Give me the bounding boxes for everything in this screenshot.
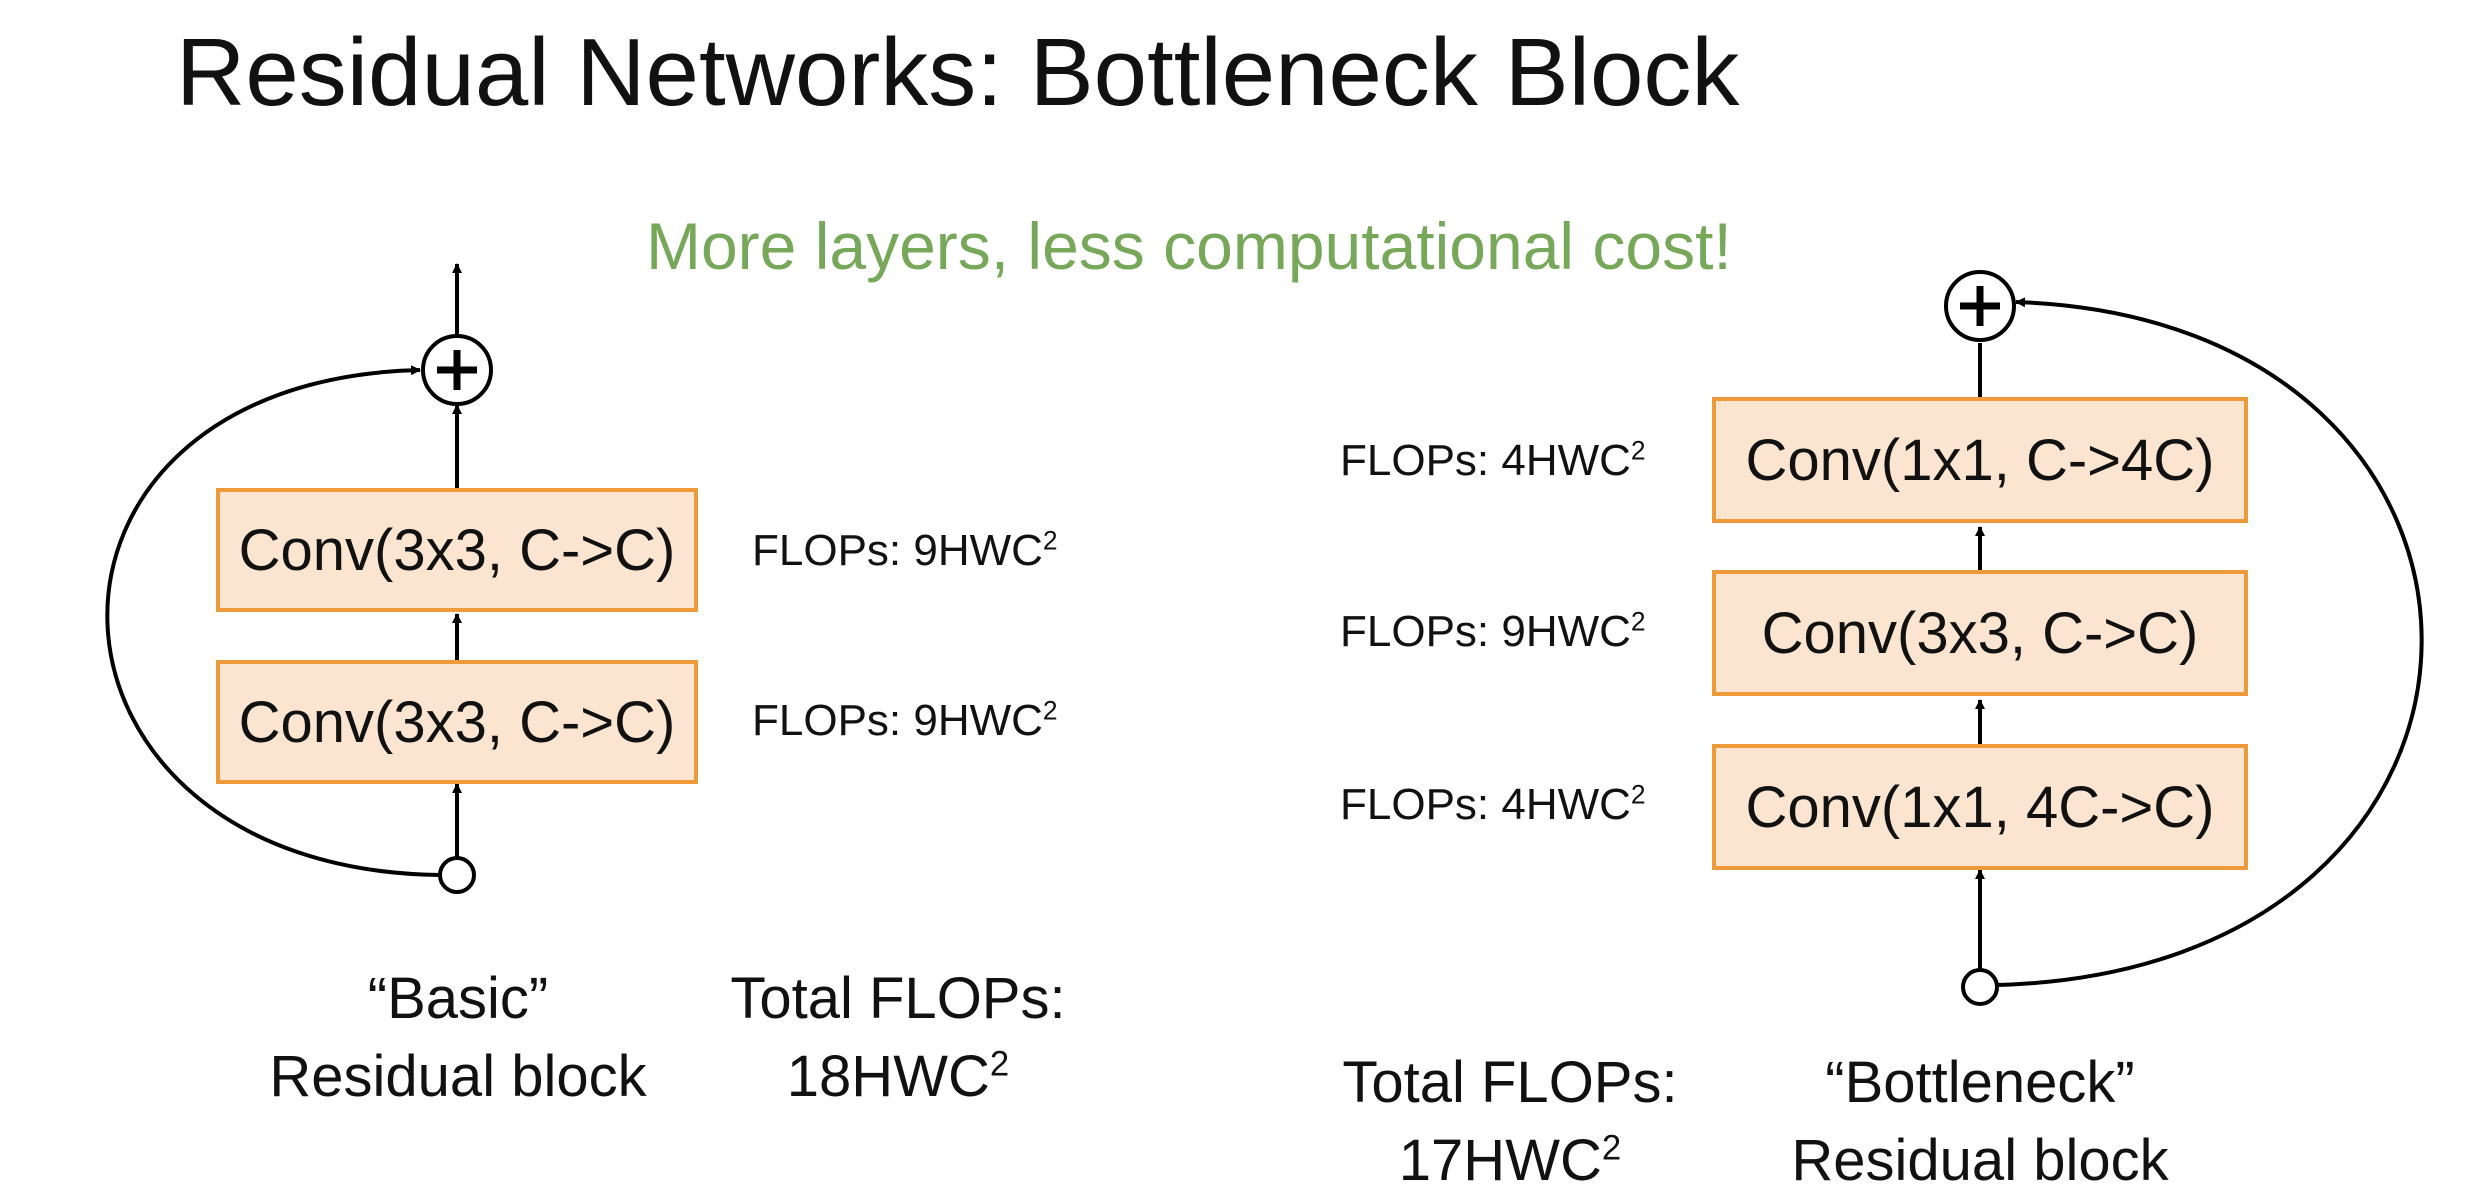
bottleneck-flops-layer-1: FLOPs: 4HWC2 — [1340, 779, 1646, 829]
bottleneck-caption: “Bottleneck” Residual block — [1740, 1044, 2220, 1200]
plus-circle-icon — [1944, 270, 2016, 342]
basic-total-value: 18HWC2 — [786, 1044, 1010, 1109]
bottleneck-caption-line1: “Bottleneck” — [1825, 1050, 2135, 1115]
basic-flops-layer-1: FLOPs: 9HWC2 — [752, 695, 1058, 745]
bottleneck-conv-layer-3: Conv(1x1, C->4C) — [1712, 397, 2248, 523]
basic-total-label: Total FLOPs: — [730, 966, 1066, 1031]
open-circle-icon — [438, 856, 476, 894]
open-circle-icon — [1961, 968, 1999, 1006]
basic-conv-layer-2: Conv(3x3, C->C) — [216, 488, 698, 612]
slide-title: Residual Networks: Bottleneck Block — [176, 19, 1740, 126]
basic-total-flops: Total FLOPs: 18HWC2 — [718, 960, 1078, 1116]
bottleneck-total-label: Total FLOPs: — [1342, 1050, 1678, 1115]
basic-conv-layer-1: Conv(3x3, C->C) — [216, 660, 698, 784]
plus-circle-icon — [421, 334, 493, 406]
basic-caption: “Basic” Residual block — [250, 960, 666, 1116]
basic-skip-connection — [105, 365, 441, 877]
slide-subtitle: More layers, less computational cost! — [646, 209, 1732, 283]
bottleneck-total-value: 17HWC2 — [1398, 1128, 1622, 1193]
bottleneck-conv-layer-1: Conv(1x1, 4C->C) — [1712, 744, 2248, 870]
bottleneck-conv-layer-2: Conv(3x3, C->C) — [1712, 570, 2248, 696]
bottleneck-skip-connection — [1996, 297, 2424, 987]
basic-caption-line2: Residual block — [269, 1044, 647, 1109]
basic-flops-layer-2: FLOPs: 9HWC2 — [752, 525, 1058, 575]
bottleneck-flops-layer-2: FLOPs: 9HWC2 — [1340, 606, 1646, 656]
basic-block-wires — [105, 263, 493, 894]
bottleneck-block-wires — [1944, 270, 2424, 1006]
bottleneck-flops-layer-3: FLOPs: 4HWC2 — [1340, 435, 1646, 485]
bottleneck-caption-line2: Residual block — [1791, 1128, 2169, 1193]
bottleneck-total-flops: Total FLOPs: 17HWC2 — [1320, 1044, 1700, 1200]
basic-caption-line1: “Basic” — [367, 966, 549, 1031]
